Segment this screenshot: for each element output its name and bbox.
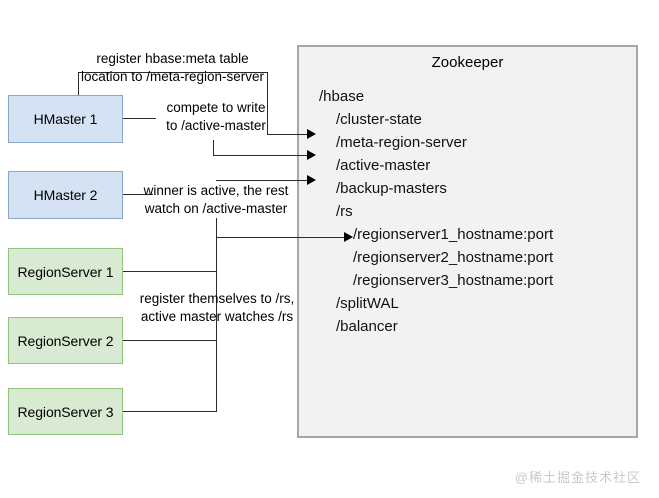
node-regionserver-3[interactable]: RegionServer 3 — [8, 388, 123, 435]
connector-rs-entry — [216, 237, 346, 238]
connector-rs-trunk-vertical — [216, 218, 217, 412]
zookeeper-panel: Zookeeper /hbase /cluster-state /meta-re… — [297, 45, 638, 438]
node-hmaster-1[interactable]: HMaster 1 — [8, 95, 123, 143]
znode-item: /meta-region-server — [336, 134, 467, 151]
annotation-register-rs: register themselves to /rs, active maste… — [139, 291, 295, 324]
znode-item: /balancer — [336, 318, 398, 335]
connector-compete-stub — [123, 118, 156, 119]
connector-meta-stub-vertical — [78, 72, 79, 95]
znode-item: /hbase — [319, 88, 365, 105]
arrow-to-backup-masters-icon — [307, 175, 316, 185]
node-label: RegionServer 1 — [17, 263, 114, 280]
arrow-to-active-master-icon — [307, 150, 316, 160]
znode-item: /regionserver1_hostname:port — [353, 226, 554, 243]
annotation-meta-register: register hbase:meta table location to /m… — [80, 51, 265, 84]
connector-regionserver-1-branch — [123, 271, 217, 272]
node-label: HMaster 1 — [33, 111, 98, 127]
arrow-to-meta-region-server-icon — [307, 129, 316, 139]
zookeeper-znode-tree: /hbase /cluster-state /meta-region-serve… — [319, 85, 553, 338]
znode-item: /splitWAL — [336, 295, 399, 312]
znode-item: /backup-masters — [336, 180, 447, 197]
node-hmaster-2[interactable]: HMaster 2 — [8, 171, 123, 219]
node-label: RegionServer 3 — [17, 403, 114, 420]
connector-backup-masters-entry — [216, 180, 309, 181]
watermark: @稀土掘金技术社区 — [514, 470, 641, 485]
connector-compete-drop — [213, 140, 214, 156]
annotation-winner-active: winner is active, the rest watch on /act… — [143, 183, 289, 216]
node-regionserver-2[interactable]: RegionServer 2 — [8, 317, 123, 364]
connector-compete-entry — [213, 155, 309, 156]
node-label: HMaster 2 — [33, 187, 98, 203]
connector-meta-entry — [267, 134, 309, 135]
znode-item: /regionserver3_hostname:port — [353, 272, 554, 289]
connector-meta-horizontal — [78, 72, 268, 73]
znode-item: /active-master — [336, 157, 431, 174]
connector-regionserver-2-branch — [123, 340, 217, 341]
connector-hmaster2-stub — [123, 194, 153, 195]
zookeeper-title: Zookeeper — [431, 54, 504, 71]
znode-item: /rs — [336, 203, 353, 220]
node-regionserver-1[interactable]: RegionServer 1 — [8, 248, 123, 295]
node-label: RegionServer 2 — [17, 332, 114, 349]
znode-item: /regionserver2_hostname:port — [353, 249, 554, 266]
connector-regionserver-3-branch — [123, 411, 217, 412]
znode-item: /cluster-state — [336, 111, 422, 128]
connector-meta-drop-vertical — [267, 72, 268, 134]
arrow-to-regionserver1-znode-icon — [344, 232, 353, 242]
annotation-compete-write: compete to write to /active-master — [166, 100, 266, 133]
